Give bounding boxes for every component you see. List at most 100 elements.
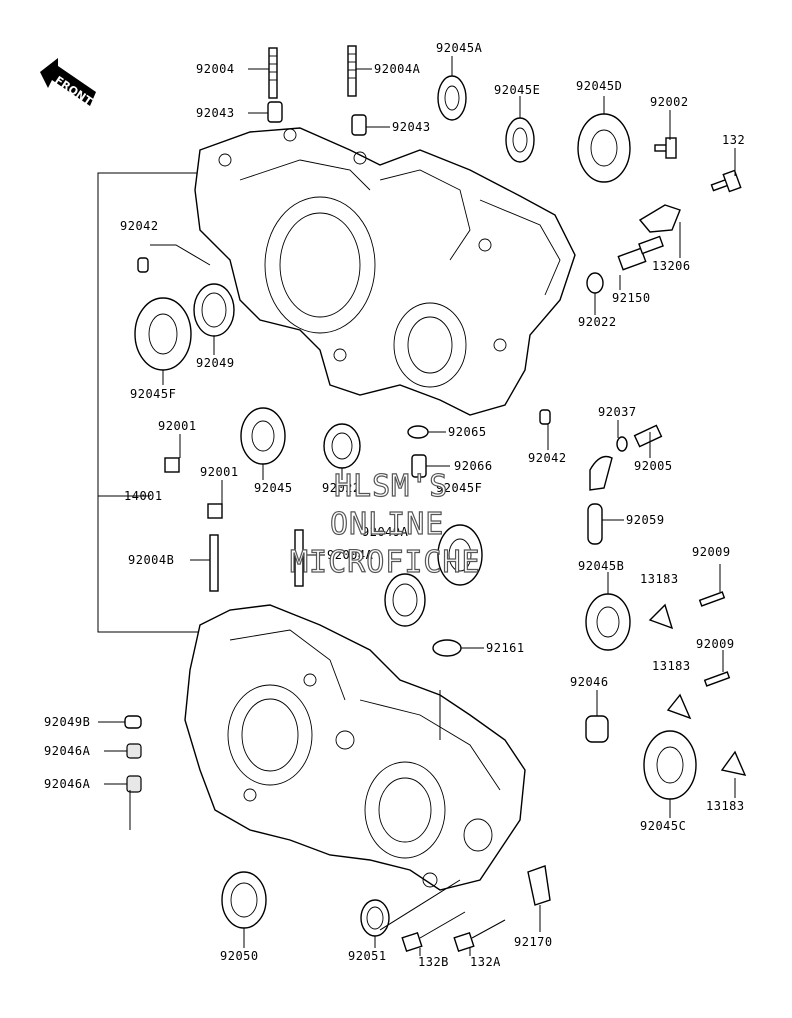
- bracket-13206: [638, 204, 681, 233]
- label-92043-left: 92043: [196, 106, 235, 120]
- bearing-92045e: [505, 117, 535, 163]
- bolt-132-top: [710, 169, 742, 193]
- clamp-92037: [616, 436, 628, 452]
- label-92050: 92050: [220, 949, 259, 963]
- label-92022: 92022: [578, 315, 617, 329]
- bearing-92046a-b: [126, 775, 142, 793]
- plate-13183-a: [648, 603, 674, 630]
- label-92005: 92005: [634, 459, 673, 473]
- label-132b: 132B: [418, 955, 449, 969]
- part-labels: 92004 92004A 92045A 92043 92043 92045E 9…: [44, 41, 745, 969]
- oil-seal-92049a: [384, 573, 426, 627]
- label-92042-left: 92042: [120, 219, 159, 233]
- watermark-line1: HLSM'S: [334, 469, 448, 504]
- watermark-line2: ONLINE: [330, 507, 444, 542]
- bearing-92045c: [643, 730, 697, 800]
- label-92002: 92002: [650, 95, 689, 109]
- label-92045c: 92045C: [640, 819, 686, 833]
- plate-13183-c: [720, 750, 747, 776]
- stud-92004b: [209, 534, 219, 592]
- label-92045f-mid: 92045F: [436, 481, 482, 495]
- label-13183-b: 13183: [652, 659, 691, 673]
- bolt-132b: [401, 911, 466, 953]
- plug-92161: [432, 639, 462, 657]
- label-92045e: 92045E: [494, 83, 540, 97]
- dowel-92042-left: [137, 257, 149, 273]
- label-92046a-b: 92046A: [44, 777, 91, 791]
- bearing-92045: [240, 407, 286, 465]
- label-92150: 92150: [612, 291, 651, 305]
- bearing-92046a-a: [126, 743, 142, 759]
- bolt-132a: [453, 919, 506, 953]
- washer-92065: [407, 425, 429, 439]
- fitting-92150: [617, 235, 664, 271]
- label-92004b: 92004B: [128, 553, 174, 567]
- stud-92004: [268, 47, 278, 99]
- hose-92059: [587, 503, 603, 545]
- bearing-92045a: [437, 75, 467, 121]
- bearing-92045d: [577, 113, 631, 183]
- bearing-92046: [585, 715, 609, 743]
- label-92001-a: 92001: [158, 419, 197, 433]
- label-92009-a: 92009: [692, 545, 731, 559]
- bolt-92001-a: [164, 457, 180, 473]
- oil-seal-92050: [221, 871, 267, 929]
- label-92051: 92051: [348, 949, 387, 963]
- crankcase-assembly-bracket: [97, 172, 198, 633]
- label-92009-b: 92009: [696, 637, 735, 651]
- label-92045f-left: 92045F: [130, 387, 176, 401]
- label-92043-right: 92043: [392, 120, 431, 134]
- stud-92004a: [347, 45, 357, 97]
- bearing-92045f-mid: [437, 524, 483, 586]
- label-92170: 92170: [514, 935, 553, 949]
- label-92045b: 92045B: [578, 559, 624, 573]
- front-arrow-icon: FRONT: [40, 58, 96, 108]
- screw-92009-a: [698, 591, 726, 607]
- label-92004-top: 92004: [196, 62, 235, 76]
- label-92022-mid: 92022: [322, 481, 361, 495]
- label-92161: 92161: [486, 641, 525, 655]
- screw-92009-b: [703, 671, 731, 687]
- label-92037: 92037: [598, 405, 637, 419]
- label-132-top: 132: [722, 133, 745, 147]
- dowel-92042-right: [539, 409, 551, 425]
- leader-lines: [98, 56, 736, 956]
- collar-92022-mid: [323, 423, 361, 469]
- oil-seal-92051: [360, 899, 390, 937]
- label-92065: 92065: [448, 425, 487, 439]
- washer-92022: [586, 272, 604, 294]
- clamp-92170: [527, 865, 551, 906]
- label-13206: 13206: [652, 259, 691, 273]
- stud-92004a-mid: [294, 529, 304, 587]
- label-92049: 92049: [196, 356, 235, 370]
- label-14001: 14001: [124, 489, 163, 503]
- dowel-92043-right: [351, 114, 367, 136]
- bearing-92045f-left: [134, 297, 192, 371]
- oil-seal-92049: [193, 283, 235, 337]
- label-92066: 92066: [454, 459, 493, 473]
- bolt-92001-b: [207, 503, 223, 519]
- label-132a: 132A: [470, 955, 501, 969]
- label-92046a-a: 92046A: [44, 744, 91, 758]
- label-92046: 92046: [570, 675, 609, 689]
- bearing-92045b: [585, 593, 631, 651]
- label-92049a: 92049A: [362, 525, 409, 539]
- fitting-92005: [633, 424, 663, 448]
- upper-crankcase-half: [194, 127, 576, 416]
- label-92042-right: 92042: [528, 451, 567, 465]
- collar-92049b: [124, 715, 142, 729]
- hose-bend: [589, 455, 613, 491]
- label-92004a-mid: 92004A: [327, 548, 374, 562]
- label-92045a: 92045A: [436, 41, 483, 55]
- label-92001-b: 92001: [200, 465, 239, 479]
- label-92059: 92059: [626, 513, 665, 527]
- label-92045: 92045: [254, 481, 293, 495]
- label-92045d: 92045D: [576, 79, 622, 93]
- label-92049b: 92049B: [44, 715, 90, 729]
- dowel-92043-left: [267, 101, 283, 123]
- watermark-line3: MICROFICHE: [290, 545, 481, 580]
- label-13183-a: 13183: [640, 572, 679, 586]
- lower-crankcase-half: [184, 604, 526, 891]
